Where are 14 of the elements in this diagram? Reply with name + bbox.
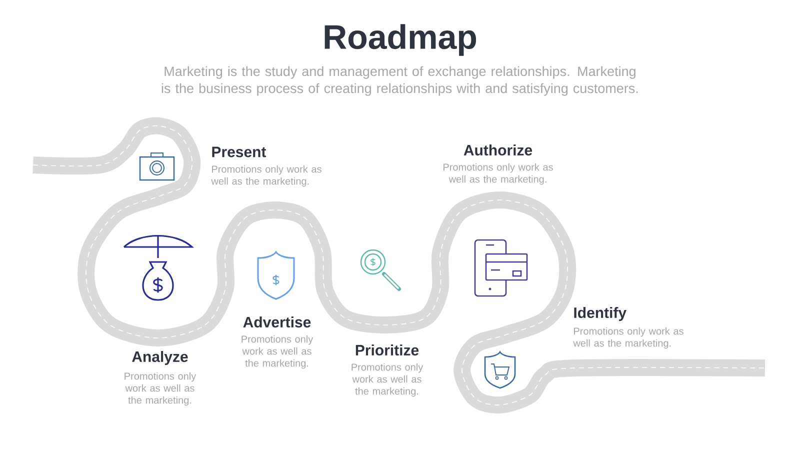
step-description: Promotions only work as well as the marketing. [573,327,684,349]
subtitle: Marketing is the study and management of exchange relationships. Marketing is the business process of creating relationships with and satisfying customers. [162,66,638,96]
step-description: Promotions only work as well as the marketing. [444,163,553,185]
step-description: Promotions only work as well as the marketing. [211,165,322,187]
step-description: Promotions only work as well as the marketing. [242,335,314,369]
step-heading: Present [212,146,266,158]
step-heading: Identify [574,307,626,321]
step-heading: Prioritize [356,344,419,356]
step-heading: Analyze [132,351,188,365]
step-heading: Authorize [464,144,532,156]
step-heading: Advertise [243,316,311,328]
title: Roadmap [324,24,476,56]
step-description: Promotions only work as well as the marketing. [352,363,424,397]
step-description: Promotions only work as well as the marketing. [124,372,196,406]
